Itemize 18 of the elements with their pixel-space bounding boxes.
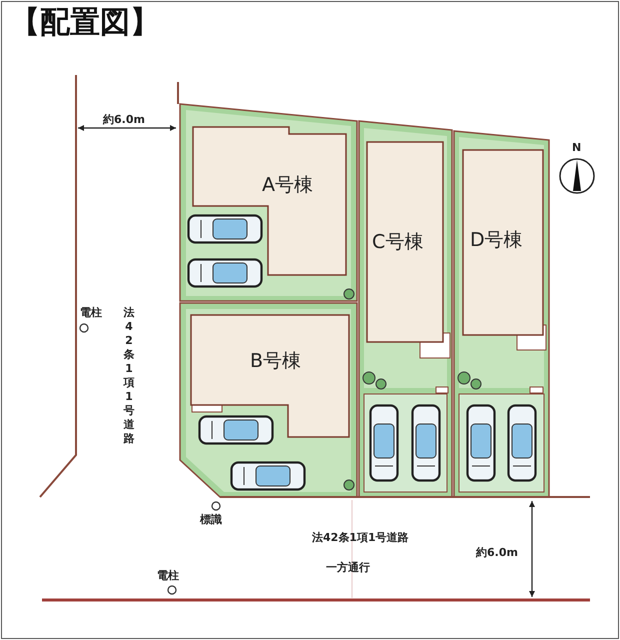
pole-label: 電柱	[157, 570, 179, 581]
road-label: 法42条1項1号道路	[312, 532, 409, 543]
one-way-label: 一方通行	[326, 562, 370, 573]
compass-letter: N	[572, 142, 582, 153]
building-label: D号棟	[470, 231, 523, 250]
dimension-label: 約6.0m	[476, 547, 518, 558]
building-label: C号棟	[372, 233, 424, 252]
road-label: 法42条1項1号道路	[123, 306, 135, 446]
building-footprint	[366, 141, 444, 343]
building-footprint	[190, 314, 350, 438]
building-label: A号棟	[262, 176, 313, 195]
pole-label: 電柱	[80, 307, 102, 318]
sign-label: 標識	[200, 514, 222, 525]
dimension-label: 約6.0m	[103, 114, 145, 125]
building-label: B号棟	[250, 352, 302, 371]
building-footprint	[192, 126, 347, 276]
building-footprint	[462, 149, 544, 336]
title: 【配置図】	[10, 8, 160, 38]
